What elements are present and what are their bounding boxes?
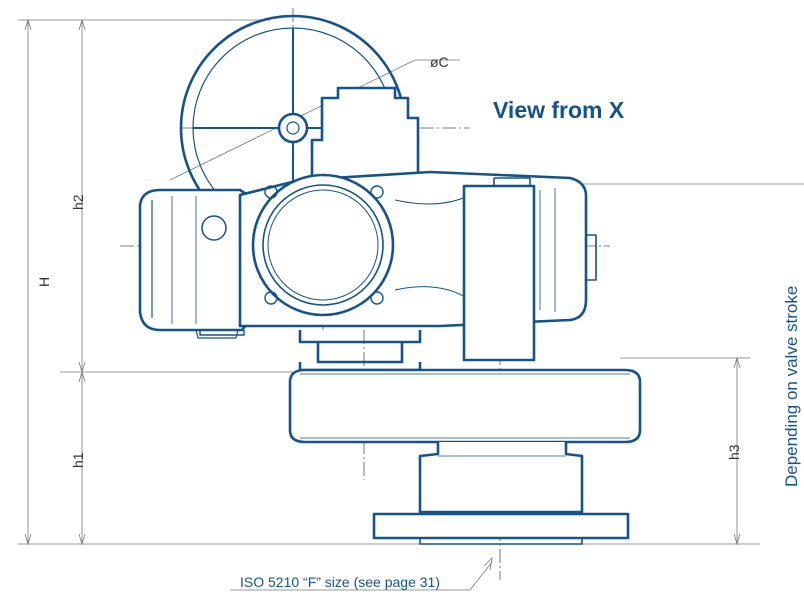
flange-size-note: ISO 5210 “F” size (see page 31): [240, 574, 440, 590]
dimension-H-label: H: [36, 276, 52, 287]
dimension-lines: [18, 18, 804, 591]
dimension-diameter-label: øC: [430, 54, 449, 70]
dimension-h1-label: h1: [70, 452, 86, 468]
actuator-outline: [138, 14, 642, 545]
view-title: View from X: [493, 97, 625, 123]
dimension-h3-label: h3: [726, 444, 742, 460]
dimension-h2-label: h2: [70, 194, 86, 210]
valve-stroke-note: Depending on valve stroke: [782, 285, 801, 487]
